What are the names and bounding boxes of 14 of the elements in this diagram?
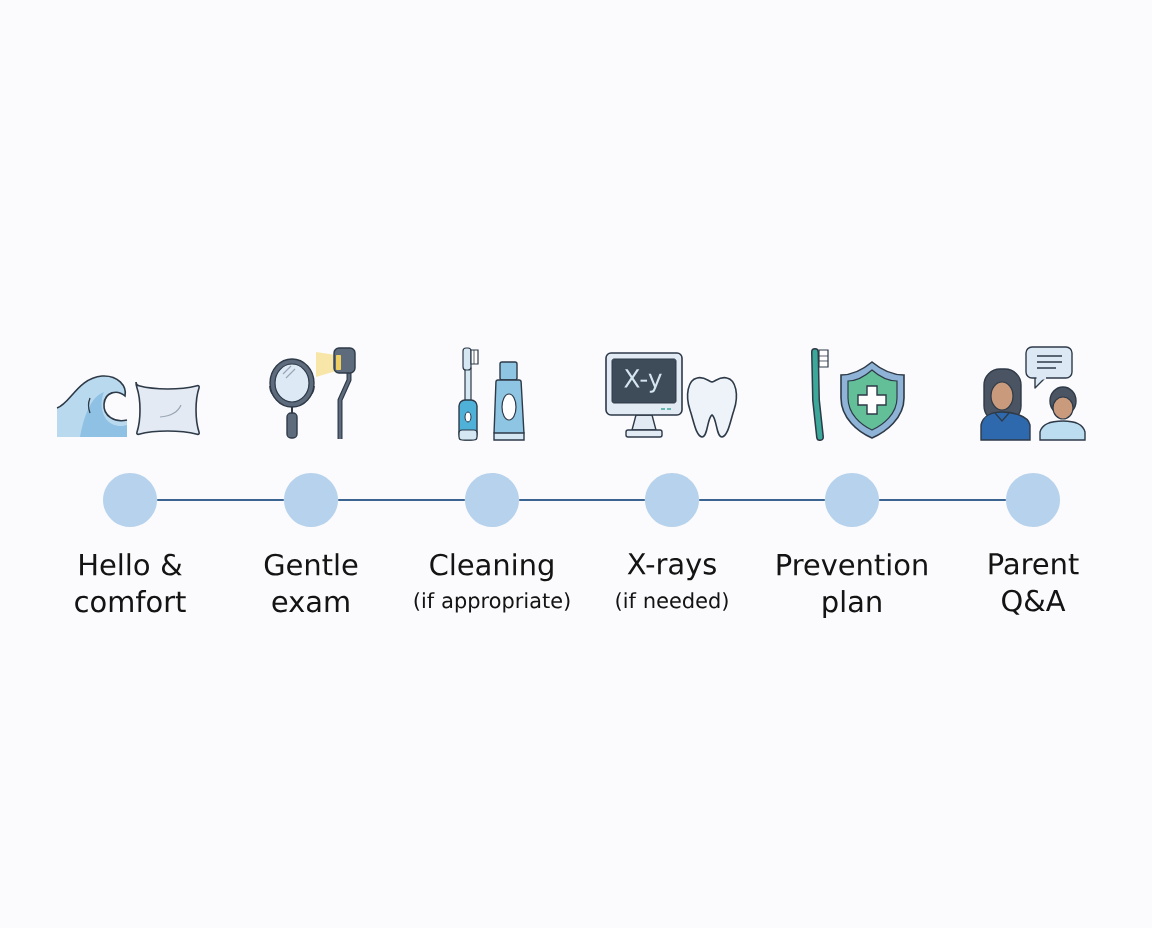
connector-line — [156, 499, 285, 501]
step-note: (if appropriate) — [414, 592, 570, 613]
step-label: Gentle exam — [264, 553, 358, 613]
step-label: Prevention plan — [777, 553, 927, 619]
connector-line — [337, 499, 466, 501]
step-label: X-rays — [627, 553, 716, 581]
step-label: Parent Q&A — [989, 553, 1079, 615]
connector-line — [878, 499, 1007, 501]
step-label: Cleaning — [430, 553, 553, 582]
step-label: Hello & comfort — [75, 553, 186, 613]
screen-text: X-y — [624, 369, 662, 393]
connector-line — [698, 499, 826, 501]
step-note: (if needed) — [616, 592, 728, 611]
connector-line — [518, 499, 646, 501]
